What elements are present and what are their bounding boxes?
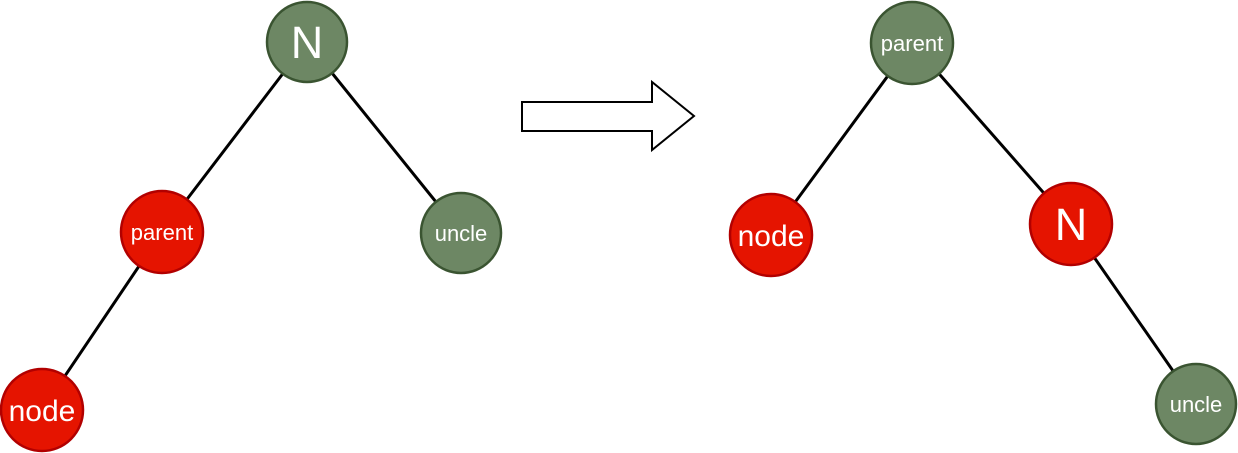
right-node-node: node	[728, 192, 814, 278]
left-node-root: N	[265, 0, 349, 84]
right-uncle-label: uncle	[1170, 392, 1223, 417]
right-parent-label: parent	[881, 31, 943, 56]
left-uncle-circle	[419, 191, 503, 275]
right-nodechild-circle	[728, 192, 814, 278]
left-root-circle	[265, 0, 349, 84]
left-nodechild-circle	[0, 367, 85, 453]
right-node-uncle: uncle	[1154, 362, 1238, 446]
right-arrow-icon	[521, 79, 696, 153]
left-tree: N parent uncle node	[0, 0, 503, 453]
right-nodechild-label: node	[738, 220, 805, 253]
left-uncle-label: uncle	[435, 221, 488, 246]
left-node-node: node	[0, 367, 85, 453]
right-node-parent: parent	[869, 0, 955, 86]
right-root-label: N	[1055, 199, 1088, 250]
left-root-label: N	[291, 17, 324, 68]
right-root-circle	[1028, 181, 1114, 267]
left-nodechild-label: node	[9, 395, 76, 428]
right-tree: parent node N uncle	[728, 0, 1238, 446]
left-parent-circle	[119, 189, 205, 275]
right-node-root: N	[1028, 181, 1114, 267]
right-parent-circle	[869, 0, 955, 86]
left-node-parent: parent	[119, 189, 205, 275]
left-parent-label: parent	[131, 220, 193, 245]
left-node-uncle: uncle	[419, 191, 503, 275]
right-uncle-circle	[1154, 362, 1238, 446]
